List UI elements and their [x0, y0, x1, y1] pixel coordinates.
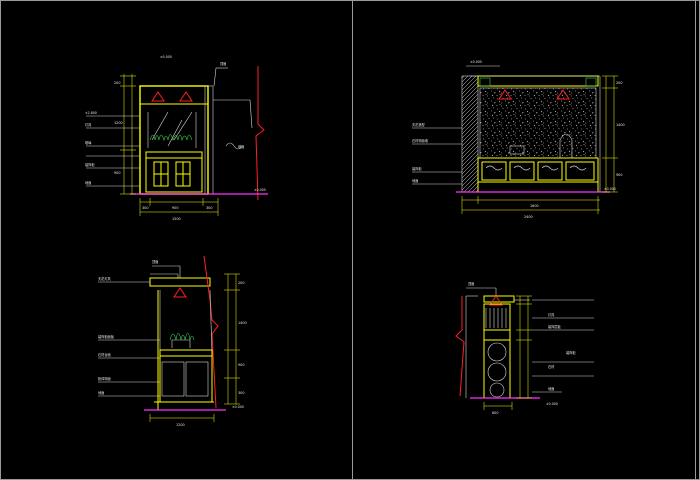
elevation-b-total-width: 2400: [524, 215, 533, 219]
elevation-b-note-stone: 石材饰面墙: [412, 138, 429, 143]
elevation-a-dim-side-3: 900: [114, 171, 120, 175]
elevation-b-note-cabinet: 装饰柜: [412, 166, 422, 171]
section-a-note-top: 石材台面: [98, 352, 111, 357]
section-b-note-lamp: 灯具: [548, 312, 555, 317]
section-a-note-panel: 装饰柜面板: [98, 334, 115, 339]
section-b-top-tag: 顶面: [468, 282, 474, 286]
elevation-b-top-tag: ±0.000: [470, 60, 482, 64]
elevation-b-note-floor: 地面: [412, 178, 418, 183]
elevation-a-callout: 墙面: [238, 144, 244, 149]
section-a-note-cabinet: 柜体饰面: [98, 376, 111, 381]
section-b-note-shelf: 装饰层板: [548, 324, 562, 329]
section-a-dim-side-2: 1400: [238, 321, 247, 325]
section-b-note-stone: 石材: [548, 364, 555, 369]
section-a-dim-side-3: 900: [238, 363, 244, 367]
elevation-a-dim-2: 900: [172, 206, 178, 210]
elevation-b-dim-side-2: 1400: [616, 123, 625, 127]
elevation-a-note-glass: 玻璃: [85, 140, 92, 145]
section-a-dim-side-4: 300: [238, 391, 244, 395]
elevation-a-dim-side-2: 1200: [114, 121, 123, 125]
elevation-a-dim-3: 300: [206, 206, 212, 210]
section-b-note-cabinet: 装饰柜: [566, 350, 576, 355]
elevation-b-note-ceiling: 天花造型: [412, 122, 426, 127]
elevation-a-level-tag: ±0.000: [254, 188, 266, 192]
elevation-a-dim-1: 300: [142, 206, 148, 210]
elevation-b-dim-side-3: 900: [616, 173, 622, 177]
elevation-a-note-lamp: 灯具: [85, 122, 92, 127]
elevation-a-note-cabinet: 装饰柜: [85, 162, 95, 167]
elevation-a: ±0.000 顶面 ±2.800 灯具 玻璃 装饰柜 地面 墙面 300 900…: [85, 55, 268, 221]
elevation-a-total-width: 1500: [172, 217, 181, 221]
elevation-b-dim-side-1: 200: [616, 81, 622, 85]
section-a-dim: 1200: [176, 423, 185, 427]
section-a: 顶面 天花灯具 装饰柜面板 石材台面 柜体饰面 地面 1200 200 1400…: [98, 255, 247, 427]
elevation-a-top-tag: ±0.000: [160, 55, 172, 59]
elevation-b-level-tag: ±0.000: [604, 187, 616, 191]
section-b-note-floor: 地面: [548, 386, 554, 391]
section-a-note-floor: 地面: [98, 390, 104, 395]
section-b-dim: 600: [492, 411, 498, 415]
section-a-note-lamp: 天花灯具: [98, 276, 112, 281]
elevation-a-dim-side-1: 200: [114, 81, 120, 85]
elevation-a-note-floor: 地面: [85, 180, 91, 185]
section-b-level-tag: ±0.000: [546, 402, 558, 406]
section-a-dim-side-1: 200: [238, 281, 244, 285]
section-b: 顶面 灯具 装饰层板 装饰柜 石材 地面 600 ±0.000: [455, 282, 594, 415]
elevation-b-dim: 1600: [530, 204, 539, 208]
elevation-b: ±0.000 天花造型 石材饰面墙 装饰柜 地面 1600 2400 200 1…: [412, 60, 625, 219]
elevation-a-note-ceiling: 顶面: [220, 62, 226, 66]
elevation-a-note-height: ±2.800: [85, 111, 97, 115]
section-a-top-tag: 顶面: [152, 260, 158, 264]
section-a-level-tag: ±0.000: [232, 405, 244, 409]
